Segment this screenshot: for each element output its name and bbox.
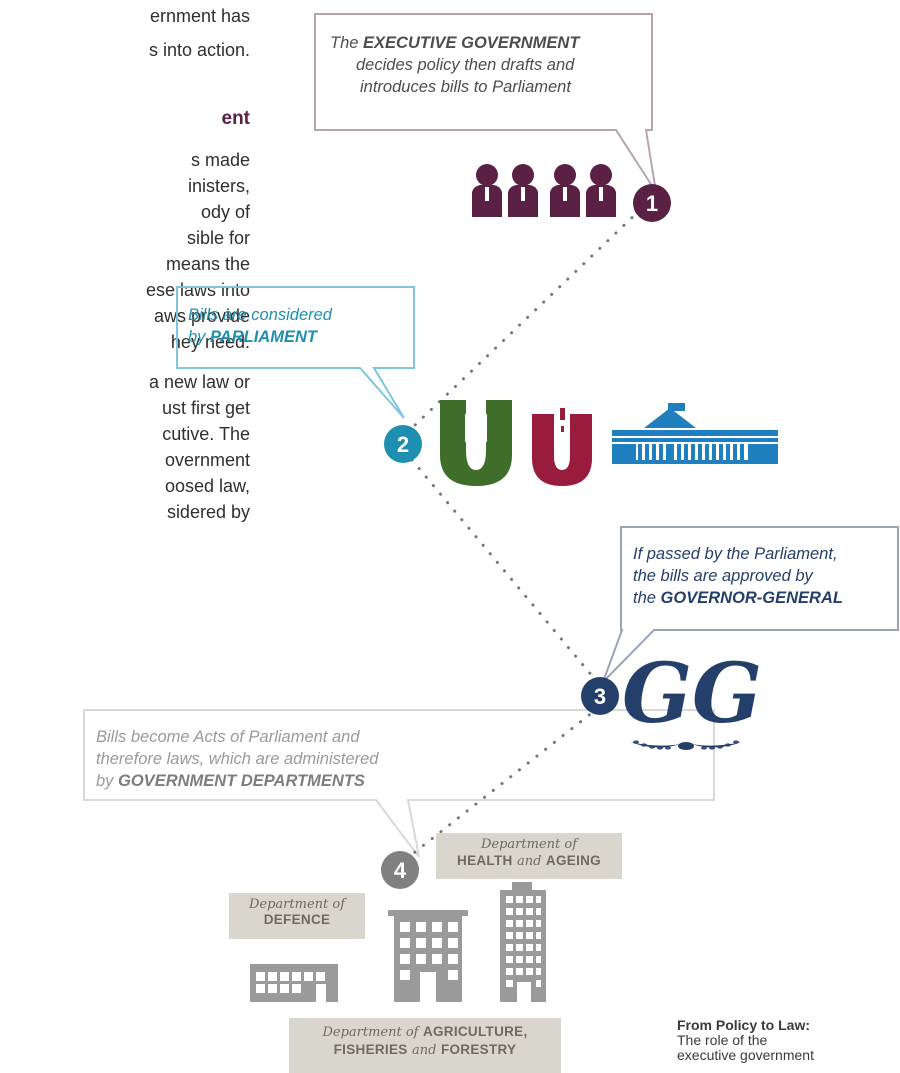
defence-building-icon (250, 964, 338, 1002)
svg-text:1: 1 (646, 191, 658, 216)
callout-1-text: The EXECUTIVE GOVERNMENT decides policy … (328, 32, 648, 98)
senate-icon (532, 408, 592, 486)
department-agriculture-name: AGRICULTURE, (422, 1024, 528, 1039)
callout-3-box (602, 526, 899, 683)
parliament-house-icon (612, 403, 778, 464)
caption-title: From Policy to Law: (677, 1017, 811, 1033)
article-line: sible for (186, 228, 250, 248)
callout-4-emphasis: GOVERNMENT DEPARTMENTS (118, 772, 365, 790)
article-line: hey need. (170, 332, 250, 352)
article-line: ese laws into (145, 280, 250, 300)
article-line: s made (190, 150, 250, 170)
department-agriculture-name: FISHERIES (333, 1042, 408, 1057)
governor-general-logo: GG (622, 646, 762, 750)
step-3-marker: 3 (581, 677, 619, 715)
callout-1-pre: The (330, 34, 364, 52)
department-agriculture-label: Department of AGRICULTURE, FISHERIES and… (289, 1018, 561, 1073)
callout-1-line: introduces bills to Parliament (360, 78, 571, 96)
department-agriculture-name: FORESTRY (440, 1042, 517, 1057)
department-health-and: and (517, 854, 542, 869)
article-line: overnment (164, 450, 250, 470)
department-defence-name: DEFENCE (263, 912, 331, 927)
callout-2-pre: by (188, 328, 211, 346)
article-line: sidered by (166, 502, 250, 522)
department-health-name: HEALTH (457, 853, 513, 868)
callout-2-box (176, 286, 415, 419)
callout-4-box (83, 709, 715, 858)
article-heading: ent (221, 108, 251, 129)
caption-line: executive government (677, 1047, 814, 1063)
svg-text:2: 2 (397, 432, 409, 457)
callout-4-line: Bills become Acts of Parliament and (96, 728, 360, 746)
svg-text:4: 4 (394, 858, 407, 883)
department-health-name: AGEING (545, 853, 601, 868)
house-of-representatives-icon (440, 398, 512, 486)
step-2-marker: 2 (384, 425, 422, 463)
health-building-icon (500, 882, 546, 1002)
department-agriculture-and: and (412, 1043, 437, 1058)
article-line: ody of (200, 202, 250, 222)
executive-people-icon (472, 164, 616, 217)
callout-2-text: Bills are considered by PARLIAMENT (188, 304, 408, 348)
callout-1-box (314, 13, 657, 193)
step-1-marker: 1 (633, 184, 671, 222)
article-line: a new law or (148, 372, 250, 392)
callout-3-line: If passed by the Parliament, (633, 545, 838, 563)
article-line: ernment has (149, 6, 250, 26)
svg-text:3: 3 (594, 684, 606, 709)
department-defence-label: Department of DEFENCE (229, 893, 365, 939)
article-line: means the (165, 254, 250, 274)
department-defence-script: Department of (248, 897, 345, 912)
callout-4-text: Bills become Acts of Parliament and ther… (96, 726, 414, 792)
callout-3-emphasis: GOVERNOR-GENERAL (660, 589, 843, 607)
department-health-label: Department of HEALTH and AGEING (436, 833, 622, 879)
department-health-script: Department of (480, 837, 577, 852)
callout-4-line: therefore laws, which are administered (96, 750, 379, 768)
caption-line: The role of the (677, 1032, 768, 1048)
callout-3-pre: the (633, 589, 661, 607)
callout-4-pre: by (96, 772, 119, 790)
dotted-path (408, 208, 642, 858)
department-agriculture-script: Department of (322, 1025, 419, 1040)
article-line: oosed law, (164, 476, 250, 496)
step-4-marker: 4 (381, 851, 419, 889)
article-line: inisters, (187, 176, 250, 196)
article-line: s into action. (148, 40, 250, 60)
article-line: cutive. The (162, 424, 250, 444)
left-article-text: ernment has s into action. ent s made in… (0, 0, 250, 650)
callout-3-line: the bills are approved by (633, 567, 813, 585)
callout-2-emphasis: PARLIAMENT (210, 328, 317, 346)
gg-logo-text: GG (622, 646, 762, 742)
callout-2-line: Bills are considered (188, 306, 332, 324)
callout-1-line: decides policy then drafts and (356, 56, 575, 74)
callout-3-text: If passed by the Parliament, the bills a… (633, 543, 895, 609)
figure-caption: From Policy to Law: The role of the exec… (677, 1018, 814, 1063)
article-line: ust first get (161, 398, 250, 418)
callout-1-emphasis: EXECUTIVE GOVERNMENT (363, 34, 580, 52)
agriculture-building-icon (388, 910, 468, 1002)
